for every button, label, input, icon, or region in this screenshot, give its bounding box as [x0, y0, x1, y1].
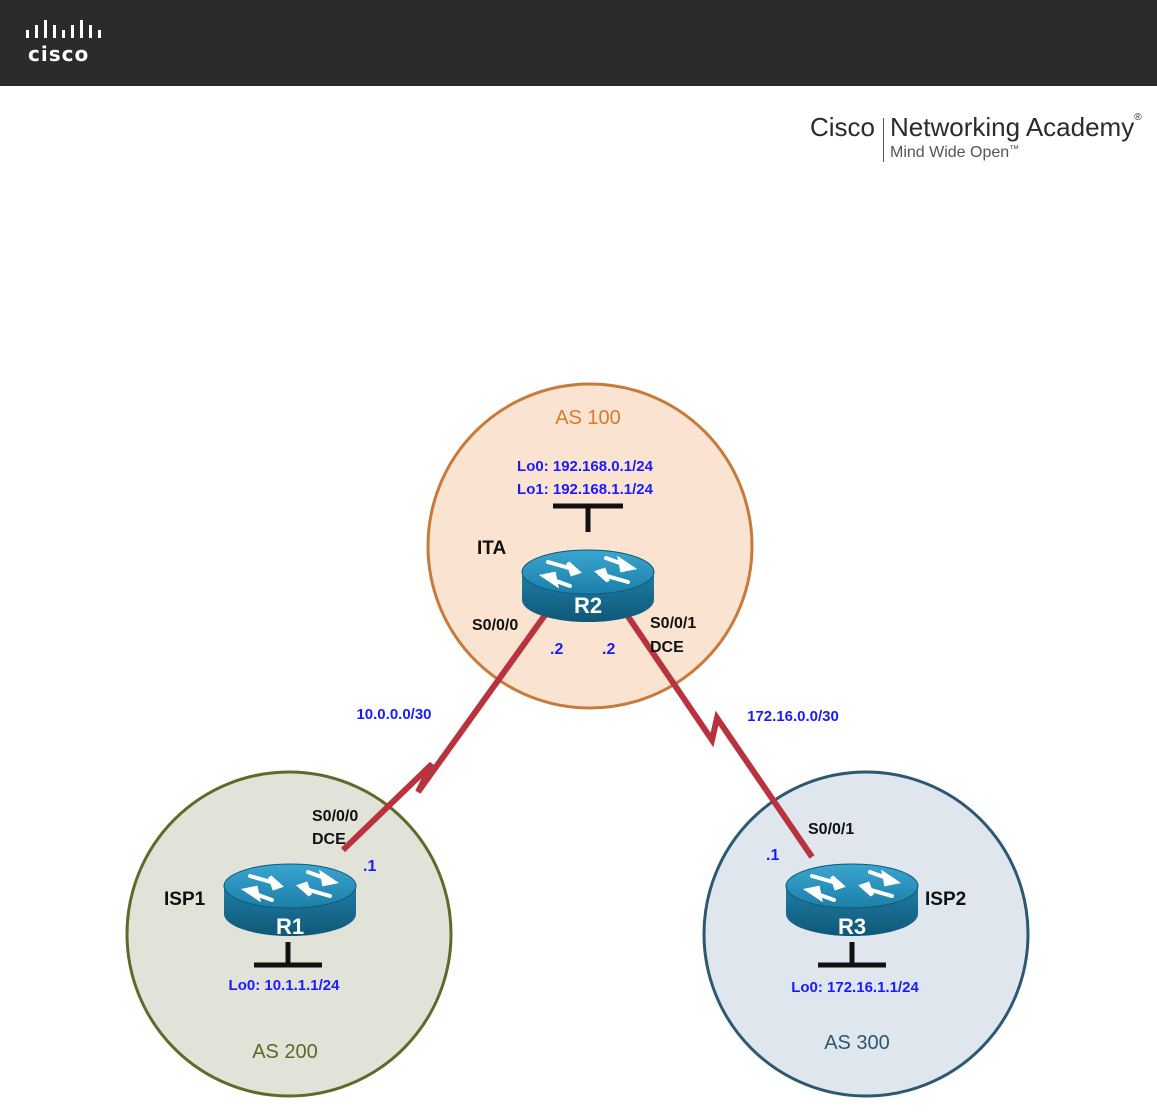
as100-label: AS 100	[555, 407, 621, 429]
academy-product-text: Networking Academy	[890, 112, 1135, 142]
serial-link-r1-r2	[340, 613, 548, 853]
as200-label: AS 200	[252, 1041, 318, 1063]
r1-s000-ip: .1	[363, 858, 376, 875]
isp2-device-label: ISP2	[925, 889, 966, 910]
link-right-network: 172.16.0.0/30	[747, 708, 839, 725]
r2-s000-interface: S0/0/0	[472, 617, 518, 634]
r1-s000-dce: DCE	[312, 831, 346, 848]
router-r1-icon	[223, 863, 357, 936]
r2-s001-interface: S0/0/1	[650, 615, 696, 632]
header-bar: cisco	[0, 0, 1157, 86]
r1-s000-interface: S0/0/0	[312, 808, 358, 825]
as300-label: AS 300	[824, 1032, 890, 1054]
router-r3-name: R3	[838, 914, 866, 939]
r3-s001-interface: S0/0/1	[808, 821, 854, 838]
router-r2-name: R2	[574, 593, 602, 618]
serial-link-r2-r3	[624, 613, 815, 859]
isp1-device-label: ISP1	[164, 889, 206, 910]
r1-loopback-stub	[254, 942, 322, 968]
academy-tagline-tm: ™	[1009, 144, 1020, 155]
router-r3-icon	[785, 863, 919, 936]
r3-loopback-stub	[818, 942, 886, 968]
cisco-logo: cisco	[26, 20, 116, 70]
r2-s000-ip: .2	[550, 641, 563, 658]
router-r2-icon	[521, 549, 655, 622]
academy-brand: Cisco	[810, 112, 876, 142]
cisco-bridge-icon	[26, 20, 101, 38]
router-r1-name: R1	[276, 914, 304, 939]
academy-separator	[883, 118, 884, 162]
cisco-logo-text: cisco	[28, 42, 90, 66]
r2-lo1-address: Lo1: 192.168.1.1/24	[517, 481, 654, 498]
academy-logo: Cisco Networking Academy® Mind Wide Open…	[808, 112, 1148, 168]
academy-tagline: Mind Wide Open™	[890, 144, 1019, 162]
academy-tagline-text: Mind Wide Open	[890, 144, 1010, 161]
academy-reg-mark: ®	[1134, 112, 1142, 123]
r2-s001-ip: .2	[602, 641, 615, 658]
r3-s001-ip: .1	[766, 847, 779, 864]
as100-area	[426, 382, 754, 710]
ita-device-label: ITA	[477, 538, 506, 559]
r2-lo0-address: Lo0: 192.168.0.1/24	[517, 458, 654, 475]
academy-product: Networking Academy®	[890, 112, 1142, 143]
link-left-network: 10.0.0.0/30	[356, 706, 431, 723]
r2-loopback-stub	[553, 503, 623, 532]
r1-lo0-address: Lo0: 10.1.1.1/24	[229, 977, 341, 994]
r3-lo0-address: Lo0: 172.16.1.1/24	[791, 979, 919, 996]
r2-s001-dce: DCE	[650, 639, 684, 656]
